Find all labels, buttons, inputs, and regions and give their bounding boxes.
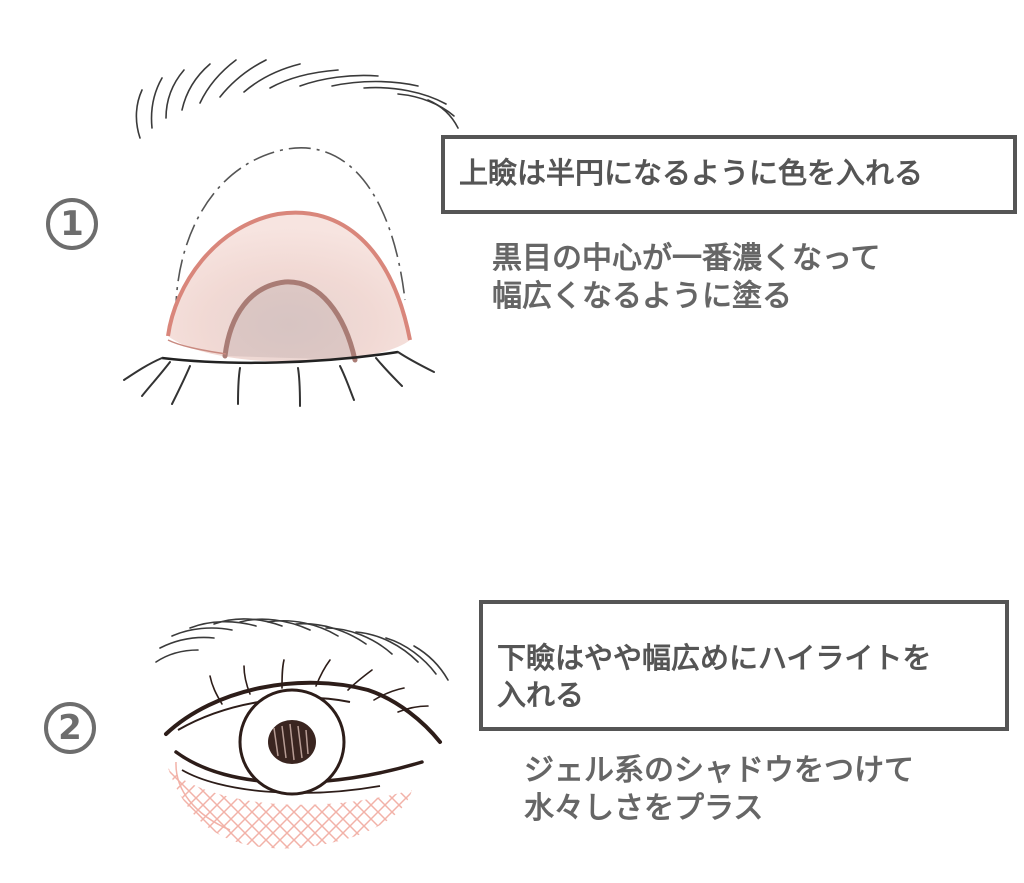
upper-eyelid-line (164, 680, 442, 744)
step-2-instruction-line-1: 下瞼はやや幅広めにハイライトを (497, 641, 932, 675)
step-1-instruction-text: 上瞼は半円になるように色を入れる (459, 156, 924, 190)
closed-eye-illustration (123, 59, 459, 407)
lower-lid-highlight (168, 768, 412, 849)
step-1-instruction-box: 上瞼は半円になるように色を入れる (441, 135, 1017, 214)
eyeshadow-inner-arc (222, 279, 358, 363)
step-1-note-line-2: 幅広くなるように塗る (492, 279, 792, 314)
crease-guide-line (175, 147, 406, 319)
step-number-2: 2 (44, 702, 96, 754)
eyelashes (209, 659, 429, 713)
eyelid-line (161, 350, 399, 365)
open-eye-illustration (155, 618, 449, 849)
step-2-instruction-line-2: 入れる (497, 678, 585, 712)
eyeshadow-outline (166, 210, 412, 341)
step-2-note: ジェル系のシャドウをつけて 水々しさをプラス (524, 752, 914, 828)
eyebrow-strokes (135, 59, 459, 139)
eyelashes (123, 351, 435, 407)
step-number-1: 1 (46, 198, 98, 250)
step-1-note: 黒目の中心が一番濃くなって 幅広くなるように塗る (492, 240, 881, 316)
step-2-note-line-2: 水々しさをプラス (524, 791, 764, 826)
step-1-note-line-1: 黒目の中心が一番濃くなって (492, 241, 881, 276)
eyeshadow-fill (168, 212, 410, 362)
step-2-note-line-1: ジェル系のシャドウをつけて (524, 753, 914, 788)
eyebrow-strokes (155, 618, 449, 681)
step-2-instruction-box: 下瞼はやや幅広めにハイライトを 入れる (479, 600, 1009, 731)
